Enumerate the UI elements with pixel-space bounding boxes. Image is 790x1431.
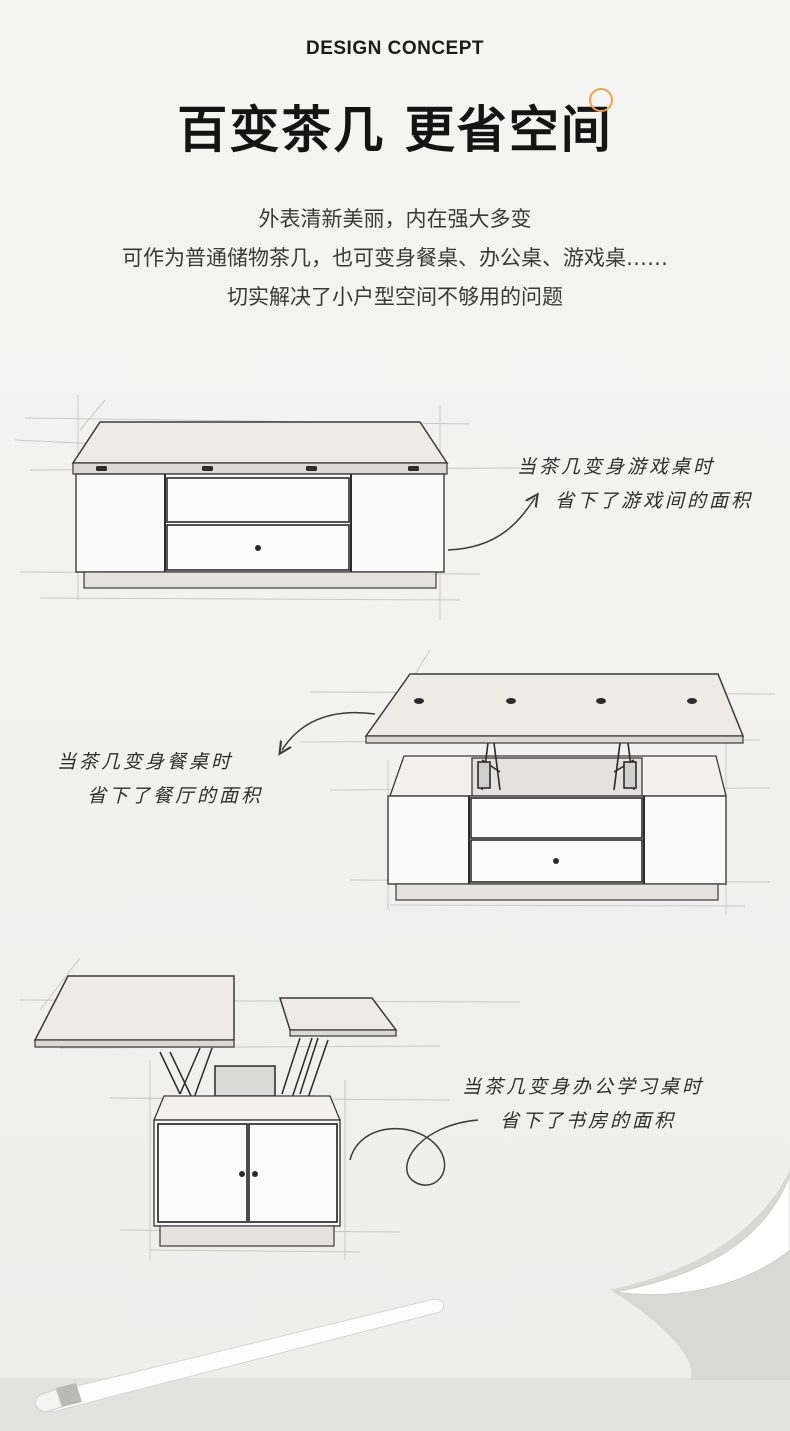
arrow-to-game-note [447, 498, 535, 551]
accent-circle-icon [589, 88, 613, 112]
intro-line-3: 切实解决了小户型空间不够用的问题 [227, 285, 563, 309]
coffee-table-split [19, 957, 521, 1260]
dining-note-line-1: 当茶几变身餐桌时 [57, 751, 234, 773]
intro-text: 外表清新美丽，内在强大多变 可作为普通储物茶几，也可变身餐桌、办公桌、游戏桌……… [0, 200, 790, 317]
game-note-line-1: 当茶几变身游戏桌时 [517, 456, 716, 478]
intro-line-1: 外表清新美丽，内在强大多变 [258, 207, 532, 231]
dining-note: 当茶几变身餐桌时 省下了餐厅的面积 [57, 745, 263, 813]
game-note: 当茶几变身游戏桌时 省下了游戏间的面积 [517, 450, 753, 518]
office-note-line-2: 省下了书房的面积 [500, 1110, 677, 1132]
coffee-table-closed [14, 395, 521, 620]
office-note: 当茶几变身办公学习桌时 省下了书房的面积 [462, 1070, 704, 1138]
coffee-table-lifted [299, 649, 776, 915]
dining-note-line-2: 省下了餐厅的面积 [87, 785, 264, 807]
office-note-line-1: 当茶几变身办公学习桌时 [462, 1076, 705, 1098]
loop-arrow-to-office-note [349, 1119, 479, 1186]
game-note-line-2: 省下了游戏间的面积 [555, 490, 754, 512]
pencil-icon [34, 1298, 445, 1413]
page-title: 百变茶几 更省空间 [177, 101, 613, 159]
page-curl [610, 1170, 790, 1380]
intro-line-2: 可作为普通储物茶几，也可变身餐桌、办公桌、游戏桌…… [122, 246, 668, 270]
section-kicker: DESIGN CONCEPT [305, 38, 485, 59]
arrow-to-dining-note [282, 711, 376, 750]
